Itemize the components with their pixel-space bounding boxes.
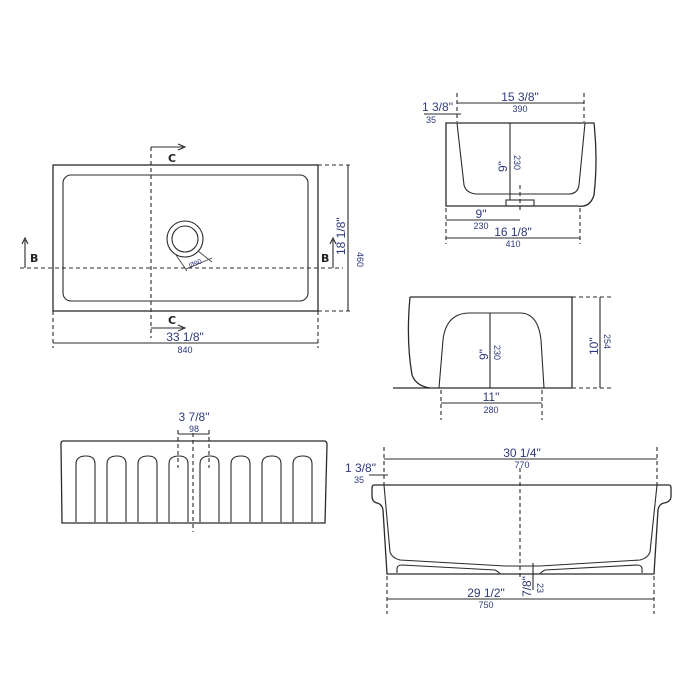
drain-inner-icon bbox=[171, 225, 199, 253]
section-b-bottom-width-inches: 29 1/2" bbox=[467, 586, 505, 600]
side-height-mm: 254 bbox=[602, 334, 612, 349]
flute bbox=[137, 455, 158, 522]
section-c-top-label: C bbox=[168, 152, 176, 165]
section-b-top-width-inches: 30 1/4" bbox=[503, 446, 541, 460]
section-b-left-label: B bbox=[30, 252, 38, 265]
top-depth-inches: 18 1/8" bbox=[334, 217, 348, 255]
section-c-rim-mm: 35 bbox=[426, 115, 436, 125]
apron-spacing-mm: 98 bbox=[189, 424, 199, 434]
section-c-overall-mm: 410 bbox=[505, 239, 520, 249]
section-c-top-width-inches: 15 3/8" bbox=[501, 90, 539, 104]
drain-diameter-label: Ø90 bbox=[188, 258, 203, 269]
side-cutout bbox=[438, 312, 545, 389]
section-b-right-label: B bbox=[321, 252, 329, 265]
section-c-top-width-mm: 390 bbox=[512, 104, 527, 114]
section-b-top-width-mm: 770 bbox=[514, 460, 529, 470]
top-view: Ø90 B B C C 33 1/8" 840 18 1/8" 460 bbox=[20, 143, 365, 355]
top-width-mm: 840 bbox=[177, 345, 192, 355]
top-depth-mm: 460 bbox=[355, 252, 365, 267]
side-cutout-width-inches: 11" bbox=[483, 390, 500, 404]
section-b-bottom-inches: 7/8" bbox=[520, 576, 534, 597]
flute bbox=[75, 455, 96, 522]
section-c-basin bbox=[456, 122, 586, 195]
section-c-drain-offset-mm: 230 bbox=[473, 221, 488, 231]
front-apron-view: 3 7/8" 98 bbox=[60, 410, 328, 532]
section-c-overall-inches: 16 1/8" bbox=[494, 225, 532, 239]
flutes bbox=[75, 455, 313, 522]
apron-spacing-inches: 3 7/8" bbox=[179, 410, 210, 424]
section-c-rim-inches: 1 3/8" bbox=[422, 100, 453, 114]
flute bbox=[292, 455, 313, 522]
section-b-basin bbox=[383, 484, 658, 567]
section-b-bottom-mm: 23 bbox=[535, 583, 545, 593]
drain-outer-icon bbox=[166, 220, 204, 258]
side-depth-inches: 9" bbox=[477, 349, 491, 360]
section-c-depth-mm: 230 bbox=[512, 155, 522, 170]
side-cutout-width-mm: 280 bbox=[483, 405, 498, 415]
flute bbox=[261, 455, 282, 522]
section-c-outline bbox=[445, 122, 597, 207]
section-b-bottom-width-mm: 750 bbox=[478, 600, 493, 610]
section-b-rim-mm: 35 bbox=[354, 475, 364, 485]
side-depth-mm: 230 bbox=[492, 345, 502, 360]
basin-outline bbox=[62, 174, 309, 302]
sink-outline bbox=[52, 164, 319, 312]
apron-outline bbox=[60, 440, 328, 524]
flute bbox=[106, 455, 127, 522]
section-c-depth-inches: 9" bbox=[496, 161, 510, 172]
section-c-drain-offset-inches: 9" bbox=[476, 207, 487, 221]
top-width-inches: 33 1/8" bbox=[166, 330, 204, 344]
flute bbox=[230, 455, 251, 522]
section-c-bottom-label: C bbox=[168, 314, 176, 327]
section-b-outline bbox=[371, 484, 672, 575]
flute bbox=[199, 455, 220, 522]
side-height-inches: 10" bbox=[587, 337, 601, 355]
flute bbox=[168, 455, 189, 522]
section-b-rim-inches: 1 3/8" bbox=[345, 461, 376, 475]
section-c-view: 15 3/8" 390 1 3/8" 35 9" 230 9" 230 16 1… bbox=[422, 90, 597, 249]
side-view: 9" 230 10" 254 11" 280 bbox=[393, 296, 612, 420]
section-b-view: 30 1/4" 770 1 3/8" 35 7/8" 23 29 1/2" 75… bbox=[345, 446, 672, 614]
